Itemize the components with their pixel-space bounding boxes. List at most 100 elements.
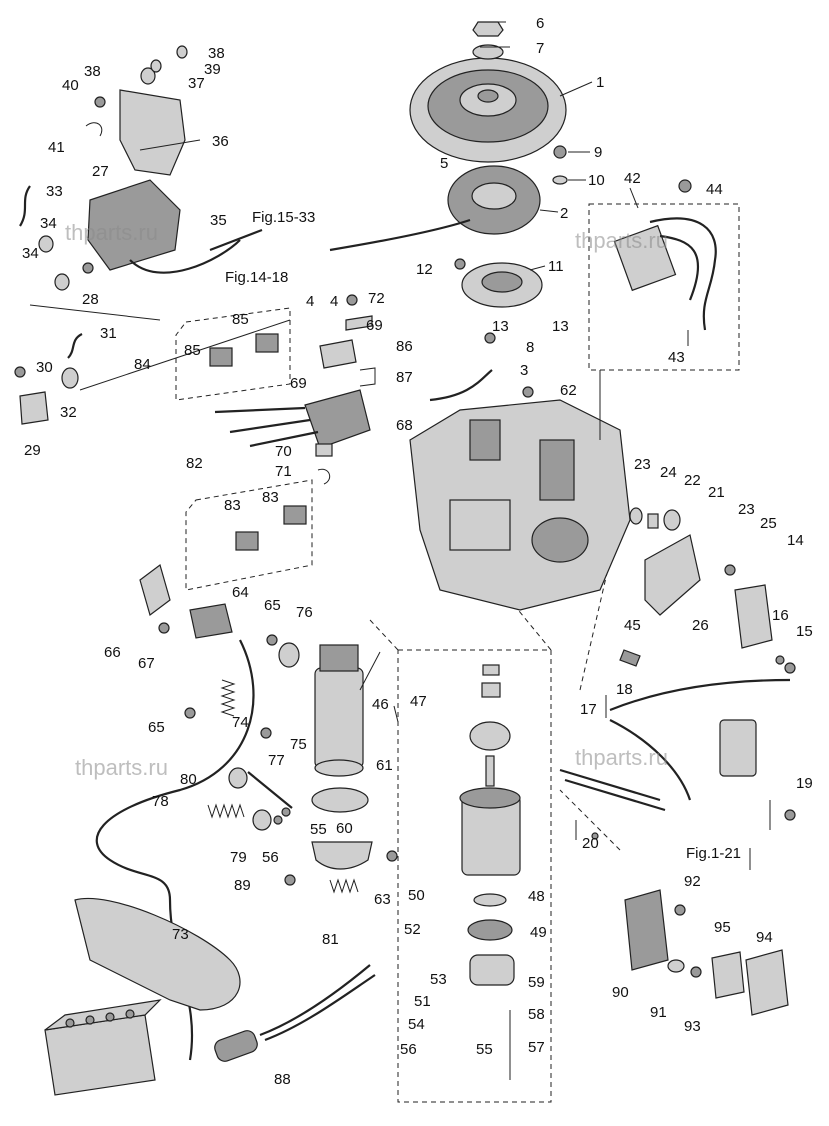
- callout-13: 13: [552, 318, 569, 335]
- callout-19: 19: [796, 775, 813, 792]
- screw-icon: [454, 258, 466, 270]
- grommet-39: [150, 59, 162, 73]
- screw-icon: [522, 386, 534, 398]
- callout-22: 22: [684, 472, 701, 489]
- callout-4: 4: [330, 293, 338, 310]
- callout-35: 35: [210, 212, 227, 229]
- cap-32: [61, 367, 79, 389]
- callout-68: 68: [396, 417, 413, 434]
- callout-11: 11: [548, 258, 564, 275]
- rectifier-90: [624, 889, 669, 971]
- cover-69: [345, 315, 373, 331]
- screw-icon: [484, 332, 496, 344]
- cap-34: [38, 235, 54, 253]
- callout-80: 80: [180, 771, 197, 788]
- nut-icon: [281, 807, 291, 817]
- screw-icon: [260, 727, 272, 739]
- callout-91: 91: [650, 1004, 667, 1021]
- callout-86: 86: [396, 338, 413, 355]
- callout-33: 33: [46, 183, 63, 200]
- screw-icon: [591, 832, 599, 840]
- callout-16: 16: [772, 607, 789, 624]
- fuse-holder-83b: [283, 505, 307, 525]
- bracket-66: [139, 563, 171, 617]
- screw-icon: [82, 262, 94, 274]
- callout-24: 24: [660, 464, 677, 481]
- fuse-holder-85: [209, 347, 233, 367]
- callout-38: 38: [208, 45, 225, 62]
- screw-icon: [386, 850, 398, 862]
- callout-6: 6: [536, 15, 544, 32]
- callout-51: 51: [414, 993, 431, 1010]
- ignition-coil: [613, 217, 717, 331]
- callout-83: 83: [224, 497, 241, 514]
- callout-88: 88: [274, 1071, 291, 1088]
- callout-5: 5: [440, 155, 448, 172]
- pulser-lead: [429, 369, 493, 402]
- callout-38: 38: [84, 63, 101, 80]
- callout-89: 89: [234, 877, 251, 894]
- stopper-70: [315, 443, 333, 457]
- callout-69: 69: [290, 375, 307, 392]
- spring-cover-74: [220, 679, 236, 717]
- fuse-label-95: [711, 951, 745, 999]
- clamp-87: [359, 367, 376, 387]
- callout-72: 72: [368, 290, 385, 307]
- washer-icon: [552, 175, 568, 185]
- callout-13: 13: [492, 318, 509, 335]
- callout-55: 55: [310, 821, 327, 838]
- callout-23: 23: [738, 501, 755, 518]
- callout-85: 85: [184, 342, 201, 359]
- callout-1: 1: [596, 74, 604, 91]
- cable-77: [247, 771, 293, 809]
- collar-icon: [647, 513, 659, 529]
- starter-bracket: [311, 841, 373, 870]
- group-box-46: [397, 649, 552, 1103]
- rectifier-regulator: [214, 389, 371, 449]
- figure-reference: Fig.1-21: [686, 845, 741, 862]
- spring-cover-78: [207, 803, 245, 819]
- callout-69: 69: [366, 317, 383, 334]
- callout-77: 77: [268, 752, 285, 769]
- mounting-bracket: [119, 89, 186, 176]
- callout-60: 60: [336, 820, 353, 837]
- cap-79: [252, 809, 272, 831]
- callout-58: 58: [528, 1006, 545, 1023]
- callout-15: 15: [796, 623, 813, 640]
- starter-relay: [734, 584, 773, 649]
- watermark: thparts.ru: [575, 745, 668, 770]
- bracket-86: [319, 339, 357, 369]
- callout-4: 4: [306, 293, 314, 310]
- callout-28: 28: [82, 291, 99, 308]
- callout-71: 71: [275, 463, 292, 480]
- callout-56: 56: [262, 849, 279, 866]
- callout-63: 63: [374, 891, 391, 908]
- callout-55: 55: [476, 1041, 493, 1058]
- lead-35: [209, 228, 263, 252]
- lead-33: [19, 185, 31, 227]
- callout-45: 45: [624, 617, 641, 634]
- callout-74: 74: [232, 714, 249, 731]
- callout-49: 49: [530, 924, 547, 941]
- callout-44: 44: [706, 181, 723, 198]
- callout-92: 92: [684, 873, 701, 890]
- clip-71: [317, 468, 331, 485]
- screw-icon: [553, 145, 567, 159]
- callout-3: 3: [520, 362, 528, 379]
- callout-36: 36: [212, 133, 229, 150]
- callout-17: 17: [580, 701, 597, 718]
- callout-83: 83: [262, 489, 279, 506]
- figure-reference: Fig.14-18: [225, 269, 288, 286]
- callout-41: 41: [48, 139, 65, 156]
- screw-icon: [775, 655, 785, 665]
- callout-32: 32: [60, 404, 77, 421]
- callout-26: 26: [692, 617, 709, 634]
- callout-66: 66: [104, 644, 121, 661]
- cap-34b: [54, 273, 70, 291]
- callout-76: 76: [296, 604, 313, 621]
- watermark: thparts.ru: [575, 228, 668, 253]
- callout-84: 84: [134, 356, 151, 373]
- cdi-unit: [87, 179, 241, 274]
- callout-37: 37: [188, 75, 205, 92]
